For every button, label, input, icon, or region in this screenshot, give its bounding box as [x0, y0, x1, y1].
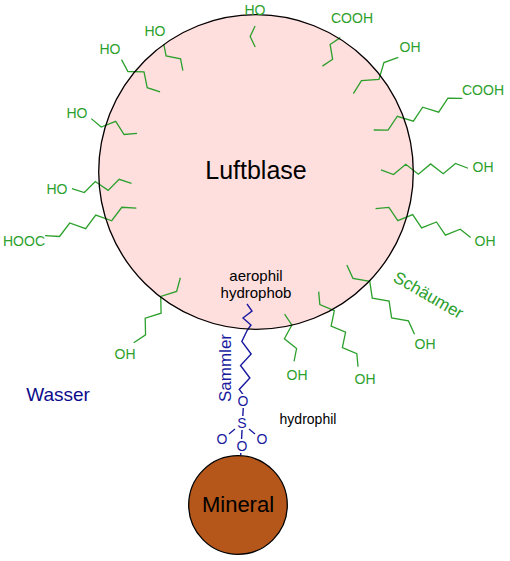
functional-group: COOH	[462, 83, 504, 98]
functional-group: OH	[475, 234, 496, 249]
frother-chain	[91, 119, 137, 135]
node-circle	[189, 456, 288, 555]
atom-symbol: O	[236, 439, 249, 453]
frother-chain	[353, 57, 398, 93]
frother-chain	[250, 26, 255, 47]
functional-group: HO	[47, 182, 68, 197]
functional-group: HO	[100, 42, 121, 57]
functional-group: OH	[287, 368, 308, 383]
functional-group: COOH	[331, 11, 373, 26]
frother-chain	[376, 207, 471, 237]
functional-group: OH	[400, 40, 421, 55]
frother-label: Schäumer	[390, 269, 466, 324]
node-title: Mineral	[202, 493, 274, 517]
frother-chain	[374, 98, 463, 130]
functional-group: HO	[145, 24, 166, 39]
collector-chain	[239, 330, 251, 455]
sulfate-bond	[229, 429, 235, 434]
functional-group: HOOC	[3, 234, 45, 249]
atom-symbol: S	[236, 416, 247, 430]
node-circle	[99, 15, 414, 330]
node-title: Luftblase	[205, 157, 306, 185]
frother-chains	[45, 26, 471, 367]
property-label: hydrophil	[280, 412, 337, 427]
functional-group: OH	[115, 347, 136, 362]
functional-group: OH	[415, 337, 436, 352]
bubble-fill	[98, 14, 414, 330]
frother-chain	[45, 207, 136, 236]
frother-chain	[284, 314, 296, 361]
frother-chain	[322, 38, 340, 66]
atom-symbol: O	[237, 394, 250, 408]
medium-label: Wasser	[26, 385, 90, 406]
sulfate-bond	[249, 429, 255, 434]
frother-chain	[134, 278, 181, 343]
collector-tail	[243, 304, 252, 330]
functional-group: HO	[67, 106, 88, 121]
node-note: aerophil hydrophob	[211, 268, 301, 301]
collector-label: Sammler	[217, 334, 236, 402]
atom-symbol: O	[217, 432, 228, 447]
functional-group: OH	[473, 160, 494, 175]
mineral-particle: Mineral	[188, 455, 288, 555]
frother-chain	[72, 179, 132, 192]
atom-symbol: O	[257, 432, 268, 447]
functional-group: HO	[245, 3, 266, 18]
frother-chain	[164, 44, 183, 70]
frother-chain	[319, 292, 358, 367]
functional-group: OH	[355, 372, 376, 387]
air-bubble: Luftblase aerophil hydrophob	[98, 14, 414, 330]
frother-chain	[381, 163, 468, 174]
